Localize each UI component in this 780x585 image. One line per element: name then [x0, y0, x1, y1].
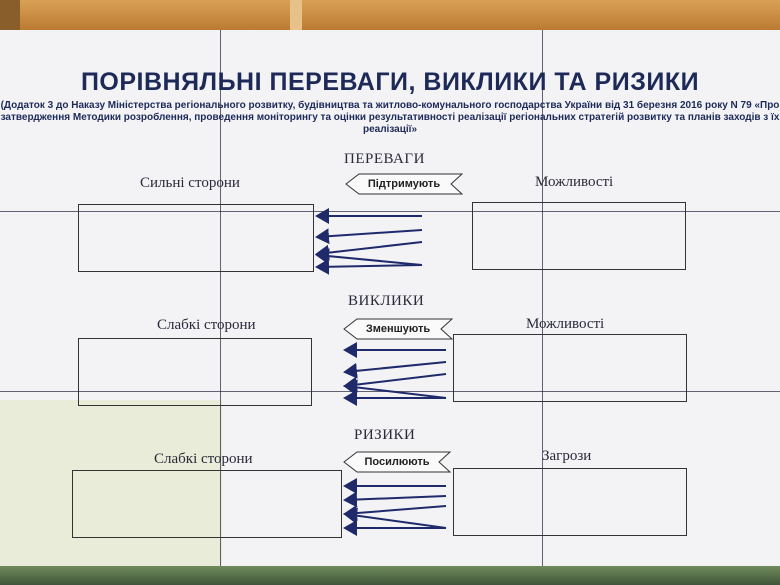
label-opportunities-2: Можливості — [526, 316, 605, 332]
label-weaknesses-2: Слабкі сторони — [154, 451, 253, 467]
tag-shape — [343, 318, 453, 340]
label-opportunities-1: Можливості — [535, 174, 614, 190]
section-heading-vyklyky: ВИКЛИКИ — [348, 293, 425, 309]
arrow — [343, 507, 447, 529]
section-heading-perevagy: ПЕРЕВАГИ — [344, 151, 425, 167]
connector-tag-posyliuiut: Посилюють — [343, 451, 451, 473]
slide-title: ПОРІВНЯЛЬНІ ПЕРЕВАГИ, ВИКЛИКИ ТА РИЗИКИ — [80, 68, 700, 96]
box-weaknesses-2 — [72, 470, 342, 538]
screen-seam-vertical-1 — [220, 30, 221, 568]
picture-frame-left — [0, 0, 20, 32]
subtitle-line-2: затвердження Методики розроблення, прове… — [0, 112, 780, 123]
arrow — [343, 379, 447, 399]
subtitle-line-3: реалізації» — [362, 124, 418, 135]
connector-arrows — [315, 208, 447, 536]
arrow — [343, 361, 447, 379]
connector-tag-zmenshuiut: Зменшують — [343, 318, 453, 340]
projection-screen: ПОРІВНЯЛЬНІ ПЕРЕВАГИ, ВИКЛИКИ ТА РИЗИКИ … — [0, 30, 780, 568]
arrow — [343, 505, 447, 522]
screen-seam-horizontal-1 — [0, 211, 780, 212]
section-heading-ryzyky: РИЗИКИ — [354, 427, 416, 443]
connector-tag-pidtrymuiut: Підтримують — [345, 173, 463, 195]
arrow — [315, 258, 423, 275]
tag-shape — [343, 451, 451, 473]
label-weaknesses-1: Слабкі сторони — [157, 317, 256, 333]
connector-label: Зменшують — [365, 323, 431, 335]
picture-frame-middle — [290, 0, 302, 32]
arrow — [315, 248, 423, 266]
arrow — [343, 491, 447, 508]
arrow — [315, 241, 423, 261]
subtitle-line-1: (Додаток 3 до Наказу Міністерства регіон… — [0, 100, 780, 111]
slide-subtitle: (Додаток 3 до Наказу Міністерства регіон… — [0, 100, 780, 136]
box-opportunities-2 — [453, 334, 687, 402]
box-weaknesses-1 — [78, 338, 312, 406]
screen-panel-tint — [0, 400, 222, 568]
box-opportunities-1 — [472, 202, 686, 270]
wall-background-top — [0, 0, 780, 32]
screen-seam-vertical-2 — [542, 30, 543, 568]
tag-shape — [345, 173, 463, 195]
box-threats — [453, 468, 687, 536]
label-strengths: Сильні сторони — [140, 175, 240, 191]
box-strengths — [78, 204, 314, 272]
arrow — [343, 373, 447, 393]
label-threats: Загрози — [542, 448, 592, 464]
wall-background-bottom — [0, 566, 780, 585]
connector-label: Підтримують — [367, 178, 441, 190]
arrow — [315, 228, 423, 245]
connector-label: Посилюють — [364, 456, 430, 468]
